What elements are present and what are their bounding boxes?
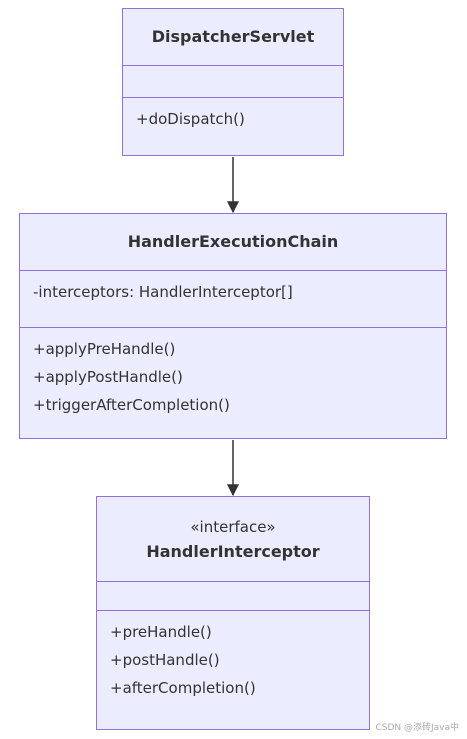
class-name-section: HandlerExecutionChain xyxy=(20,214,446,270)
stereotype-label: «interface» xyxy=(190,518,276,536)
method: +applyPostHandle() xyxy=(33,368,183,386)
class-name-section: DispatcherServlet xyxy=(123,9,343,65)
methods-section: +doDispatch() xyxy=(123,97,343,155)
class-name: HandlerInterceptor xyxy=(146,542,320,561)
class-name: HandlerExecutionChain xyxy=(127,232,339,251)
attribute: -interceptors: HandlerInterceptor[] xyxy=(33,283,293,301)
method: +afterCompletion() xyxy=(110,679,256,697)
attributes-section xyxy=(97,581,369,610)
method: +doDispatch() xyxy=(136,110,245,128)
methods-section: +preHandle() +postHandle() +afterComplet… xyxy=(97,610,369,729)
class-dispatcherservlet: DispatcherServlet +doDispatch() xyxy=(122,8,344,156)
methods-section: +applyPreHandle() +applyPostHandle() +tr… xyxy=(20,327,446,438)
class-name-section: «interface» HandlerInterceptor xyxy=(97,497,369,581)
class-handlerinterceptor: «interface» HandlerInterceptor +preHandl… xyxy=(96,496,370,730)
method: +postHandle() xyxy=(110,651,220,669)
method: +applyPreHandle() xyxy=(33,340,176,358)
class-name: DispatcherServlet xyxy=(151,27,315,46)
attributes-section xyxy=(123,65,343,97)
method: +triggerAfterCompletion() xyxy=(33,396,230,414)
method: +preHandle() xyxy=(110,623,212,641)
watermark: CSDN @添砖Java中 xyxy=(375,723,459,733)
attributes-section: -interceptors: HandlerInterceptor[] xyxy=(20,270,446,327)
class-handlerexecutionchain: HandlerExecutionChain -interceptors: Han… xyxy=(19,213,447,439)
